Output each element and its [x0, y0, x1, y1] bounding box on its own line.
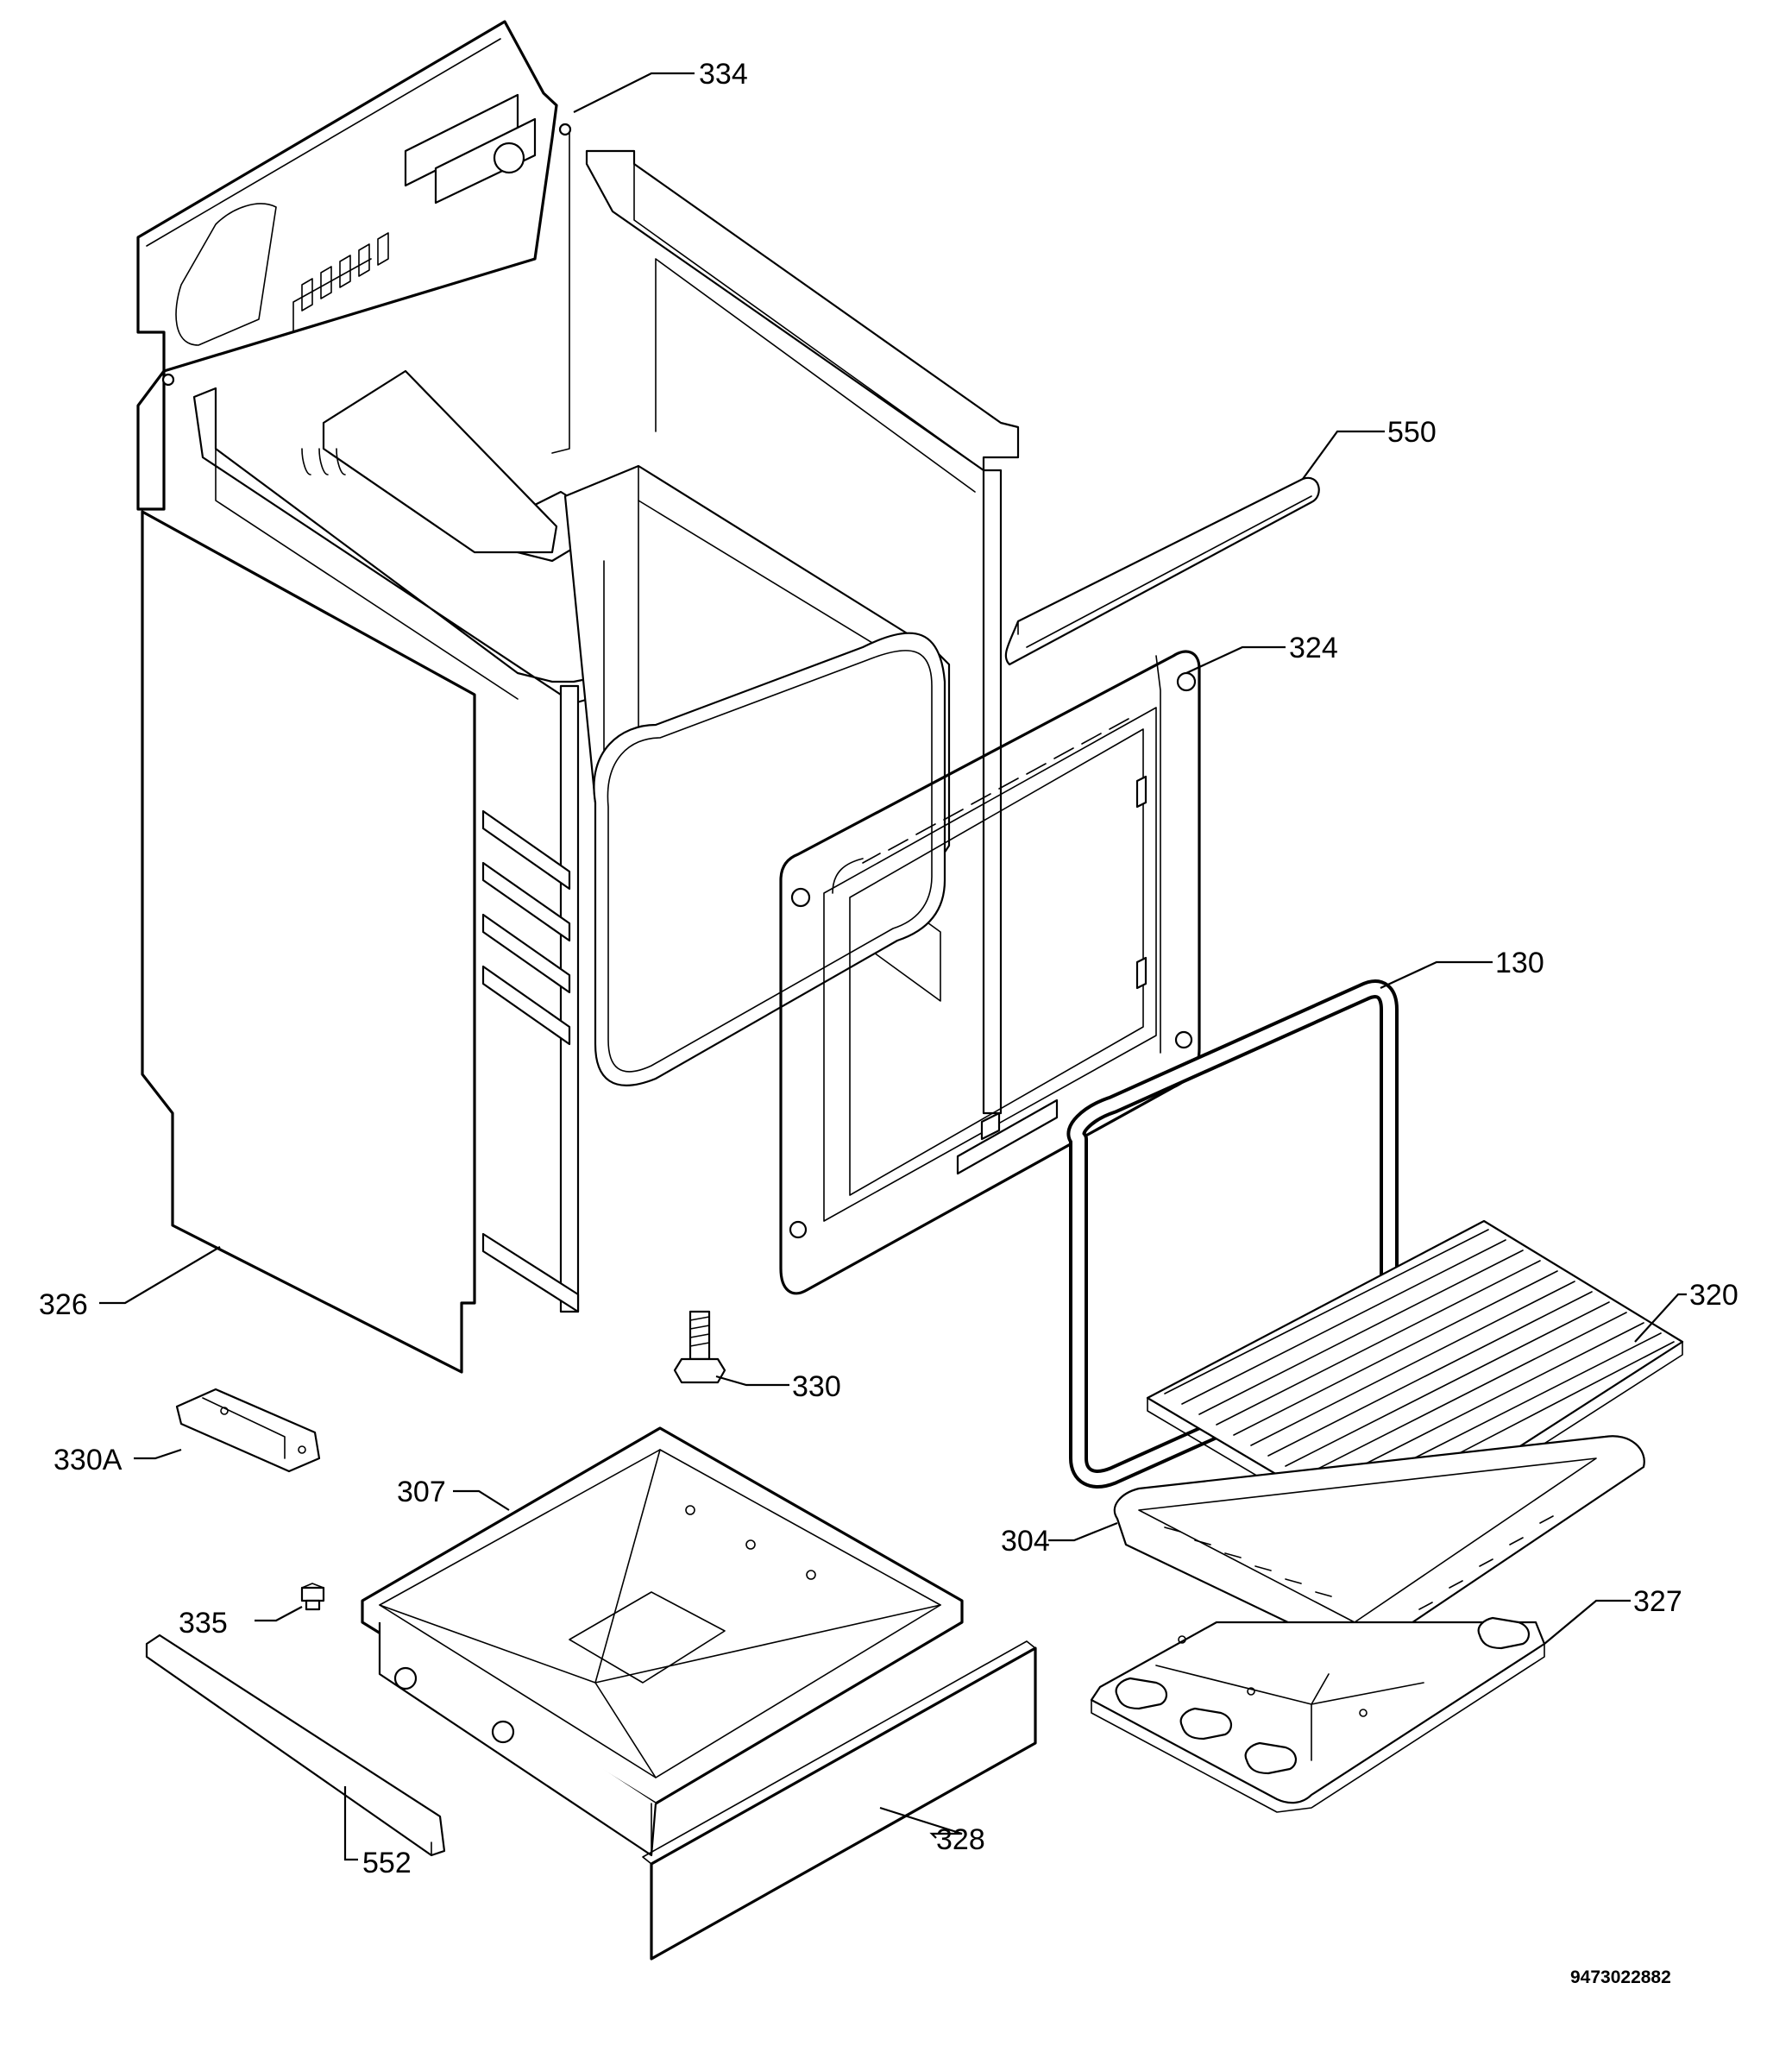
drawer-runner [145, 1634, 446, 1857]
label-326: 326 [39, 1288, 88, 1321]
label-330: 330 [792, 1370, 841, 1403]
bracket [175, 1388, 321, 1473]
cabinet-frame [192, 149, 1020, 1313]
label-130: 130 [1495, 947, 1544, 979]
storage-drawer [361, 1426, 964, 1857]
screw [300, 1583, 325, 1611]
bottom-plate [1090, 1616, 1546, 1813]
label-327: 327 [1633, 1585, 1682, 1618]
label-328: 328 [936, 1823, 985, 1856]
label-550: 550 [1387, 416, 1437, 449]
label-552: 552 [362, 1847, 412, 1879]
label-320: 320 [1689, 1279, 1739, 1312]
cavity-front-seal [593, 632, 946, 1086]
leader-lines [99, 72, 1687, 1861]
drawer-front [642, 1640, 1037, 1961]
side-rail [1004, 476, 1320, 666]
label-335: 335 [179, 1607, 228, 1640]
label-334: 334 [699, 58, 748, 91]
label-330A: 330A [53, 1444, 123, 1476]
label-307: 307 [397, 1476, 446, 1508]
label-304: 304 [1001, 1525, 1050, 1558]
callout-labels: 334 550 324 130 320 326 330 330A 307 304… [39, 58, 1739, 1879]
document-number: 9473022882 [1570, 1967, 1671, 1987]
side-panel [141, 510, 476, 1374]
back-panel [136, 20, 572, 511]
label-324: 324 [1289, 632, 1338, 664]
bolt [673, 1310, 726, 1384]
baking-tray [1113, 1435, 1645, 1652]
